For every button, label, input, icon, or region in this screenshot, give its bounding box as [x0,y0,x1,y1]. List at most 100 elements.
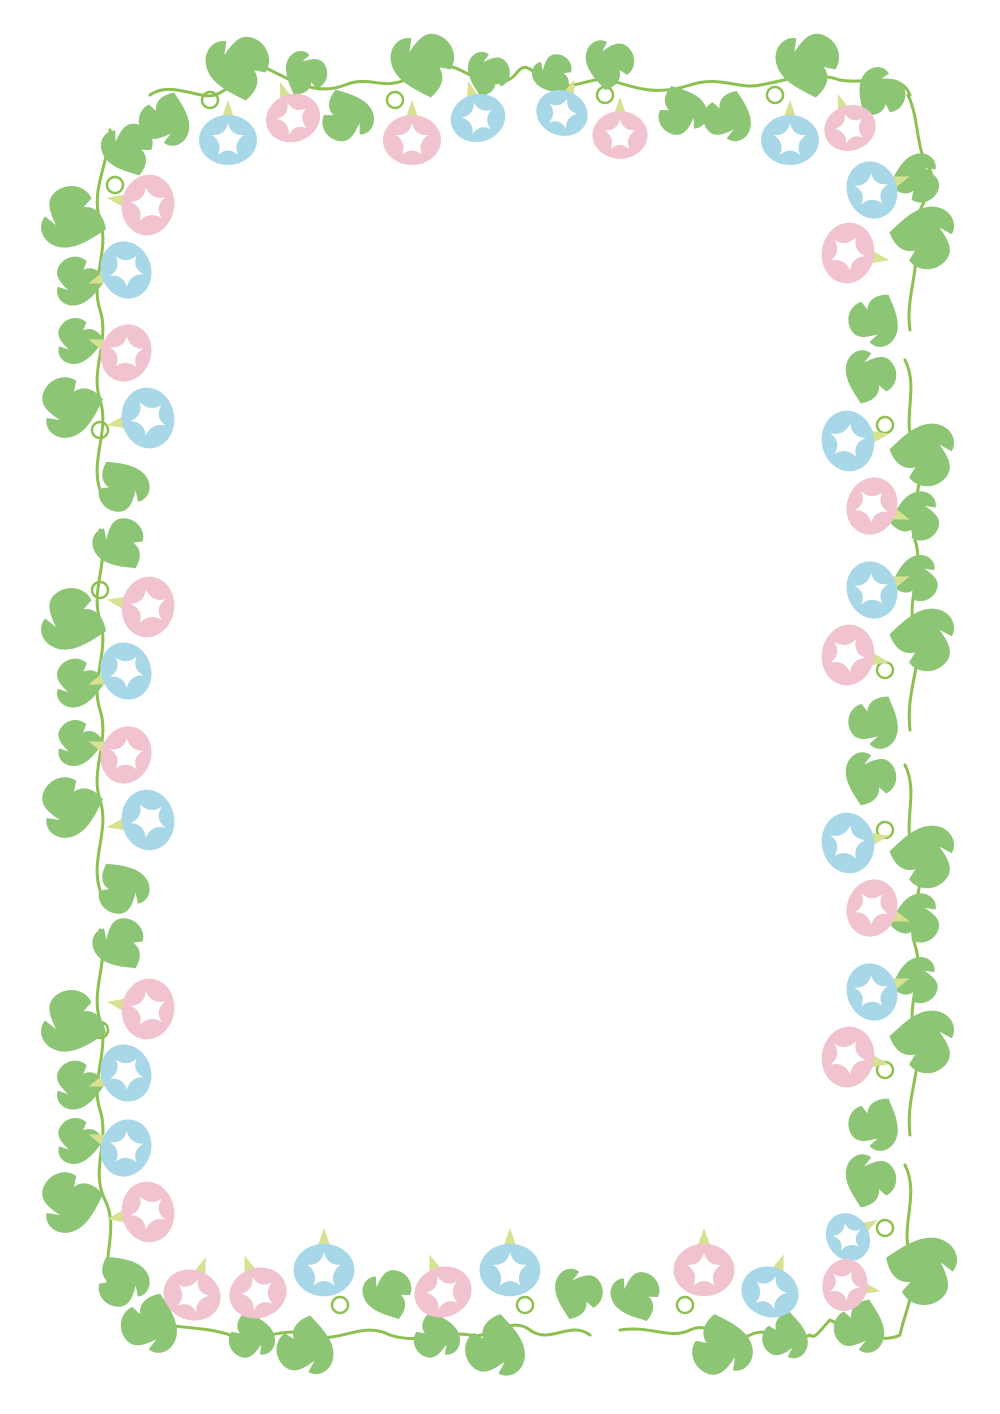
leaf-icon [886,1237,957,1305]
leaf-icon [833,1299,885,1353]
pink-morning-glory-icon [106,978,175,1040]
pink-morning-glory-icon [822,1259,881,1311]
blue-morning-glory-icon [846,561,910,619]
leaf-icon [585,40,635,91]
tendril-curl-icon [515,1295,535,1315]
leaf-icon [98,461,150,512]
vine-icon [95,528,105,892]
leaf-icon [92,918,144,969]
leaf-icon [658,86,708,135]
leaf-icon [138,92,190,146]
tendril-curl-icon [385,90,405,110]
vine-icon [808,1163,915,1340]
vine-icon [903,763,922,1137]
pink-morning-glory-icon [106,576,175,638]
leaf-icon [889,608,955,672]
leaf-icon [205,36,270,101]
leaf-layer [41,33,957,1376]
leaf-icon [891,956,938,1004]
leaf-icon [889,206,955,270]
pink-morning-glory-icon [846,879,910,937]
leaf-icon [41,588,107,650]
leaf-icon [228,1311,276,1358]
blue-morning-glory-icon [761,100,819,165]
leaf-icon [848,294,898,347]
tendril-curl-icon [875,660,895,680]
leaf-icon [775,33,840,98]
leaf-icon [845,752,897,806]
pink-morning-glory-icon [821,222,890,284]
pink-morning-glory-icon [163,1257,221,1321]
leaf-icon [413,1311,461,1358]
leaf-icon [848,1098,898,1151]
vine-icon [95,928,113,1292]
leaf-icon [845,350,897,404]
pink-morning-glory-icon [229,1255,287,1319]
blue-morning-glory-icon [450,81,506,143]
pink-morning-glory-icon [88,324,152,382]
leaf-icon [42,777,104,838]
tendril-curl-icon [105,175,125,195]
pink-morning-glory-icon [821,624,890,686]
leaf-icon [41,186,107,248]
leaf-icon [889,893,940,943]
blue-morning-glory-icon [536,79,588,136]
pink-morning-glory-icon [106,174,175,236]
leaf-icon [889,825,955,889]
leaf-icon [322,89,374,142]
leaf-icon [610,1272,660,1321]
blue-morning-glory-icon [88,1119,152,1177]
leaf-icon [762,1311,808,1359]
leaf-icon [120,1293,177,1353]
leaf-icon [692,1313,753,1375]
leaf-icon [285,51,328,95]
tendril-curl-icon [90,420,110,440]
leaf-icon [390,33,455,98]
leaf-icon [703,91,751,142]
leaf-icon [58,719,105,767]
blue-morning-glory-icon [825,1213,878,1261]
leaf-icon [98,1256,150,1307]
leaf-icon [58,317,105,365]
leaf-icon [845,1154,897,1208]
pink-morning-glory-icon [824,94,876,151]
blue-morning-glory-icon [88,1044,152,1102]
leaf-icon [101,123,153,176]
blue-morning-glory-icon [741,1254,799,1318]
pink-morning-glory-icon [88,726,152,784]
leaf-icon [41,990,107,1052]
blue-morning-glory-icon [821,812,890,874]
leaf-icon [42,377,104,438]
leaf-icon [891,554,938,602]
blue-morning-glory-icon [479,1228,541,1297]
vine-icon [148,1318,592,1340]
pink-morning-glory-icon [673,1228,735,1297]
leaf-icon [859,67,906,116]
blue-morning-glory-icon [846,161,910,219]
vine-icon [148,64,912,98]
blue-morning-glory-icon [293,1228,355,1297]
tendril-curl-icon [875,415,895,435]
leaf-icon [98,863,150,914]
blue-morning-glory-icon [106,387,175,449]
tendril-curl-icon [875,1218,895,1238]
pink-morning-glory-icon [821,1026,890,1088]
leaf-icon [57,1060,106,1110]
pink-morning-glory-icon [414,1254,472,1318]
tendril-curl-icon [675,1295,695,1315]
tendril-curl-icon [90,580,110,600]
leaf-icon [276,1315,334,1375]
blank-writing-area [180,175,820,1235]
leaf-icon [57,658,106,708]
leaf-icon [555,1268,603,1319]
leaf-icon [531,54,572,94]
tendril-curl-icon [330,1295,350,1315]
leaf-icon [889,153,940,203]
tendril-curl-icon [200,90,220,110]
blue-morning-glory-icon [846,963,910,1021]
blue-morning-glory-icon [88,241,152,299]
leaf-icon [42,1172,104,1233]
pink-morning-glory-icon [383,100,441,165]
leaf-icon [467,51,510,97]
